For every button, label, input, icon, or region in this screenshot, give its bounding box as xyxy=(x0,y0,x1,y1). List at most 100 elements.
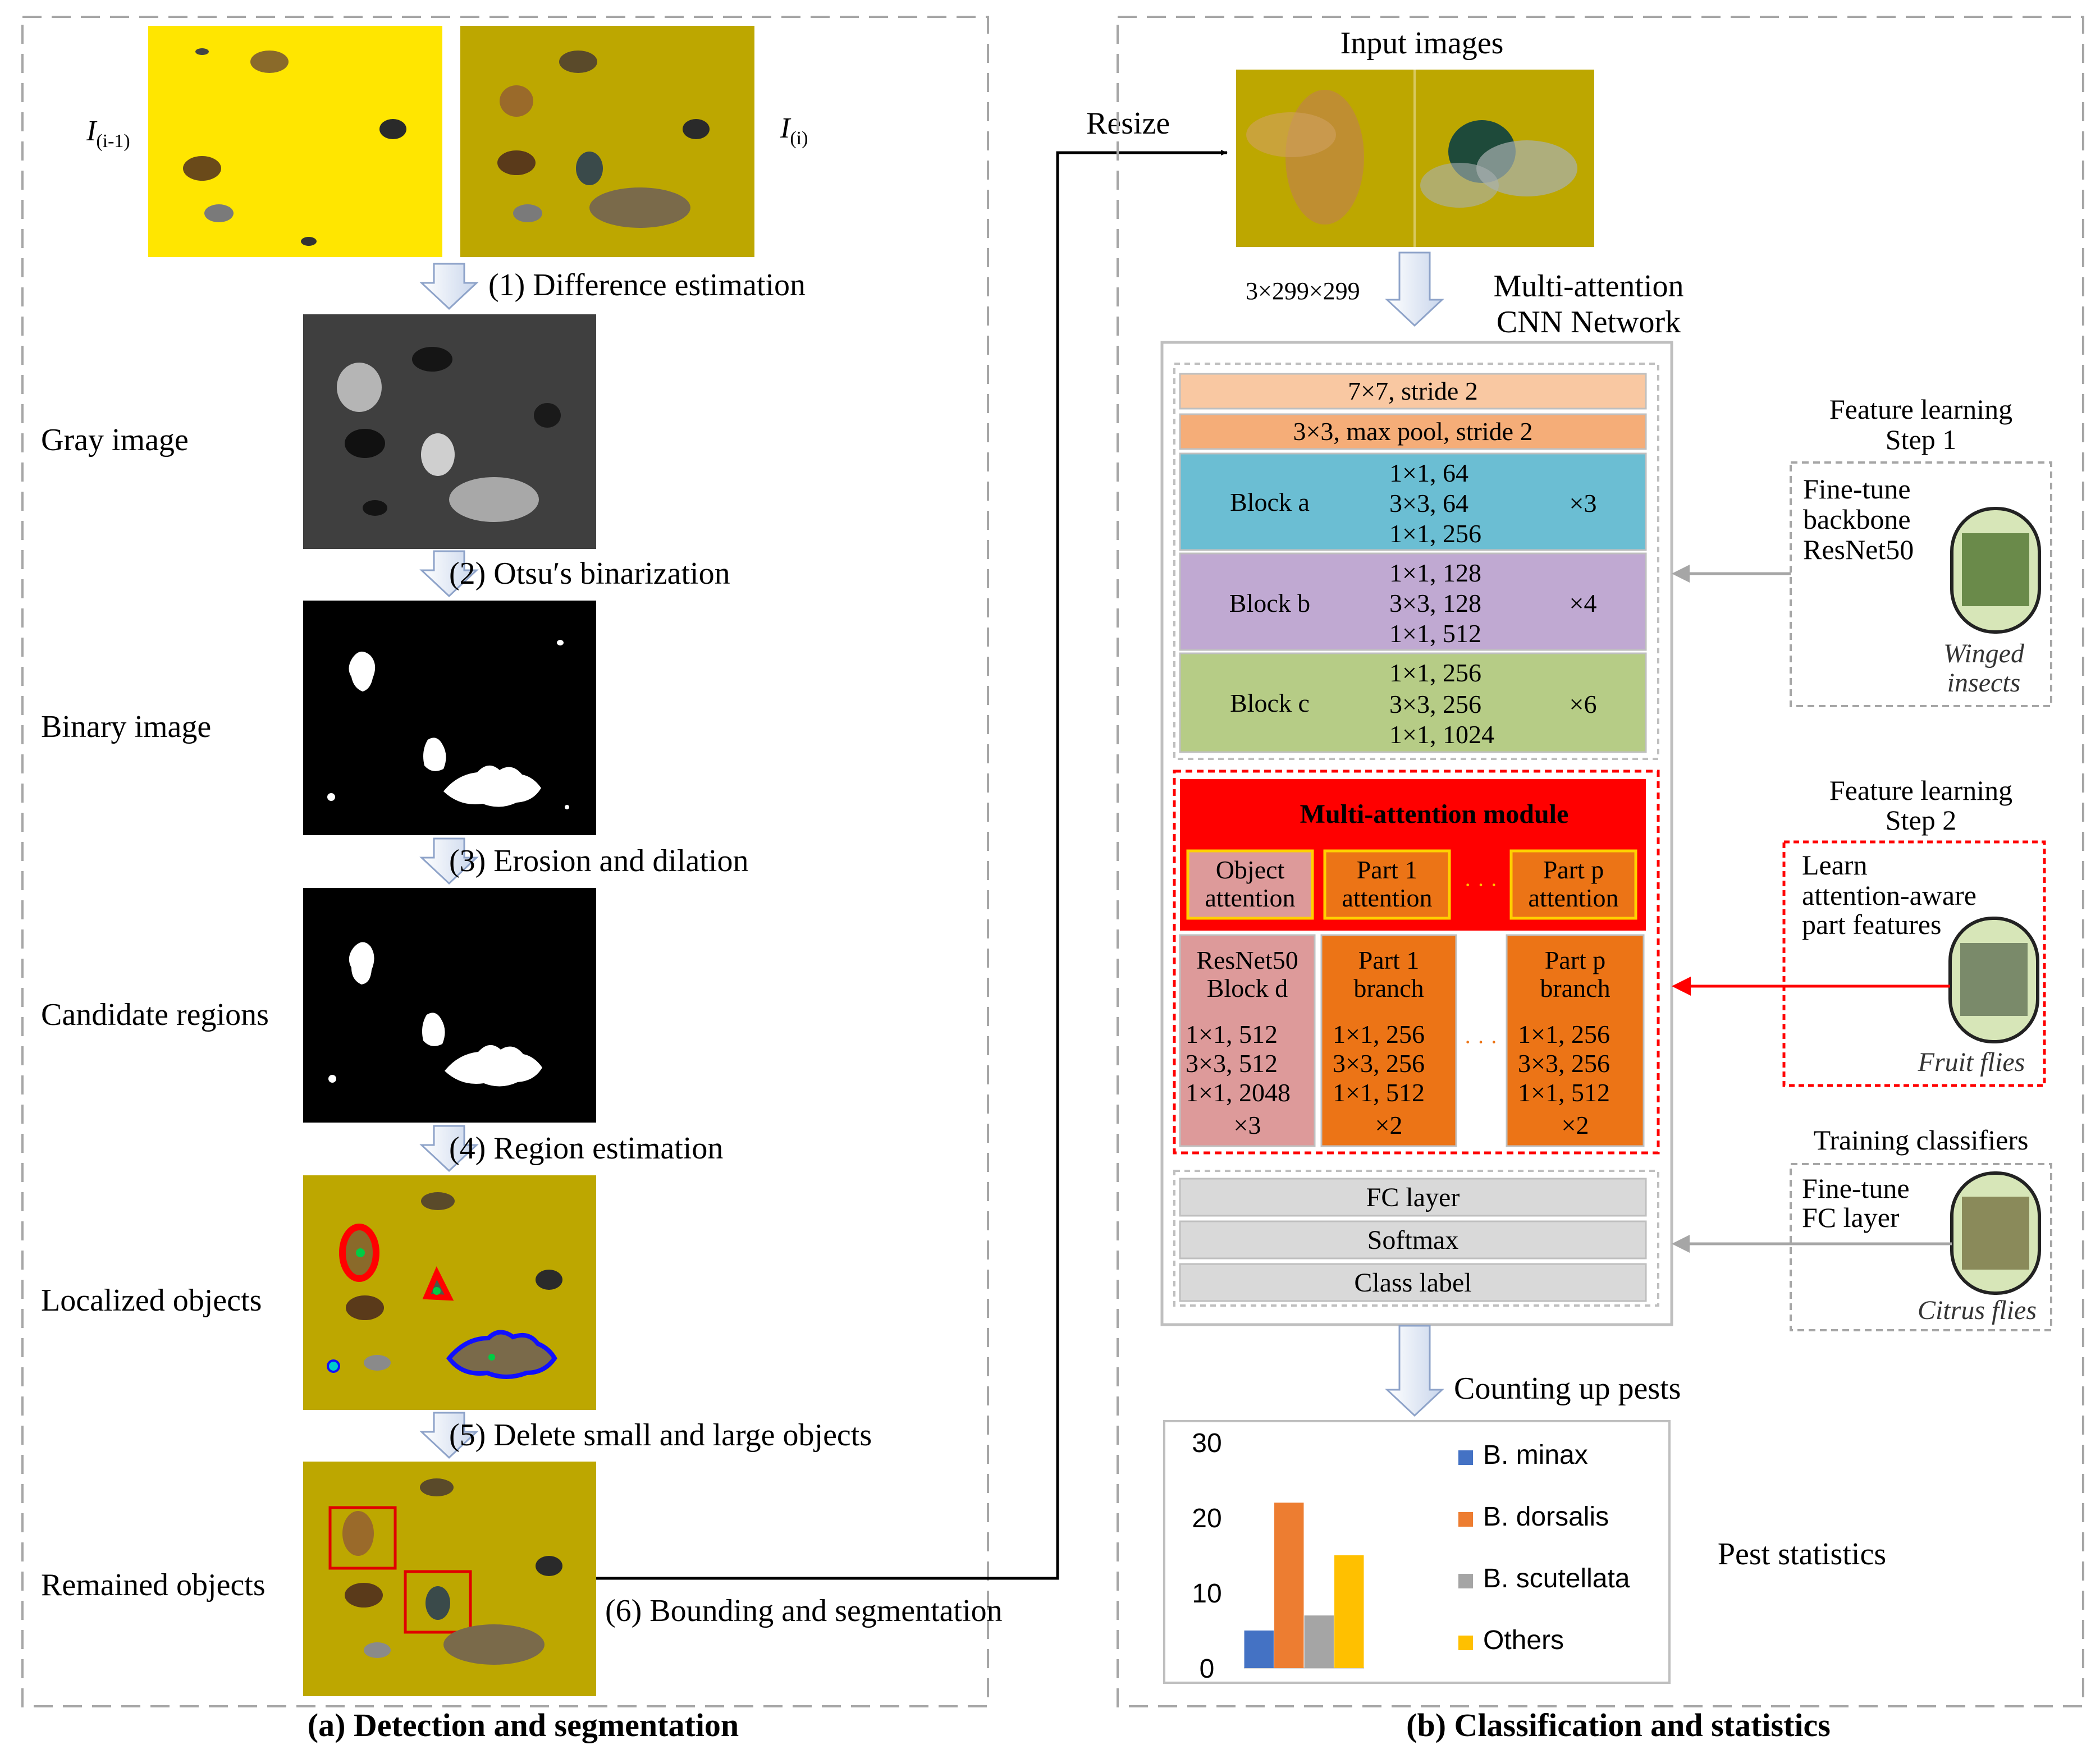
legend-swatch xyxy=(1458,1636,1473,1650)
network-title-line2: CNN Network xyxy=(1497,305,1681,340)
image-label: Remained objects xyxy=(41,1568,266,1602)
side-title: Feature learning xyxy=(1829,775,2012,806)
fc-layer-label: FC layer xyxy=(1366,1183,1460,1212)
frame-prev-image xyxy=(148,26,442,257)
side-box xyxy=(1782,840,2046,1087)
head: FC layer Softmax Class label xyxy=(1179,1178,1647,1302)
attention-title: Multi-attention module xyxy=(1300,799,1569,829)
block-row: 1×1, 64 xyxy=(1389,459,1468,487)
branch-row: 1×1, 512 xyxy=(1186,1020,1278,1048)
side-text: FC layer xyxy=(1802,1202,1900,1233)
block-a-name: Block a xyxy=(1230,488,1310,516)
block-b xyxy=(1179,552,1647,651)
partp-attention-label: attention xyxy=(1529,883,1619,912)
fc-layer xyxy=(1179,1178,1647,1217)
branch-resnet xyxy=(1179,934,1316,1147)
side-text: Learn xyxy=(1802,849,1868,881)
network-title-line1: Multi-attention xyxy=(1493,269,1683,304)
branch-repeat: ×2 xyxy=(1375,1111,1403,1139)
network-box xyxy=(1160,341,1673,1326)
chart-frame xyxy=(1163,1420,1671,1684)
frame-prev-label: I(i-1) xyxy=(86,115,130,152)
input-to-network-arrow xyxy=(1385,251,1444,327)
stem-pool-label: 3×3, max pool, stride 2 xyxy=(1293,417,1532,446)
side-title: Step 2 xyxy=(1886,804,1956,836)
image-label: Gray image xyxy=(41,423,189,457)
side-classifier: Training classifiers Fine-tune FC layer … xyxy=(1790,1124,2052,1331)
right-panel-frame xyxy=(1117,16,2084,1707)
partp-attention xyxy=(1509,849,1637,920)
side-box xyxy=(1790,461,2052,707)
block-repeat: ×3 xyxy=(1570,489,1597,518)
y-tick-label: 0 xyxy=(1200,1654,1215,1684)
bar-b-scutellata xyxy=(1304,1615,1334,1668)
gray-image xyxy=(303,314,596,549)
partp-attention-label: Part p xyxy=(1543,855,1604,884)
block-a xyxy=(1179,452,1647,551)
softmax xyxy=(1179,1220,1647,1260)
backbone-group xyxy=(1173,363,1659,760)
dataset-name: Winged xyxy=(1943,639,2025,668)
side-step2: Feature learning Step 2 Learn attention-… xyxy=(1782,775,2046,1087)
branch-dots: · · · xyxy=(1464,1029,1498,1055)
part1-attention-label: Part 1 xyxy=(1357,855,1418,884)
step1-arrowhead xyxy=(1672,565,1690,583)
branch-row: 1×1, 256 xyxy=(1518,1020,1610,1048)
step-label: (1) Difference estimation xyxy=(488,268,806,303)
stem-conv-label: 7×7, stride 2 xyxy=(1348,377,1478,405)
class-label: Class label xyxy=(1354,1268,1471,1298)
side-text: part features xyxy=(1802,909,1941,940)
step-label: (5) Delete small and large objects xyxy=(449,1418,872,1453)
block-repeat: ×6 xyxy=(1570,690,1597,718)
branch-repeat: ×2 xyxy=(1562,1111,1589,1139)
branch-row: 3×3, 512 xyxy=(1186,1049,1278,1078)
dataset-thumbnail xyxy=(1962,533,2029,606)
branch-title: Part p xyxy=(1545,946,1606,974)
side-text: Fine-tune xyxy=(1803,473,1911,505)
branch-title: ResNet50 xyxy=(1196,946,1298,974)
attention-group xyxy=(1173,770,1660,1155)
image-label: Binary image xyxy=(41,709,211,744)
legend-label: B. minax xyxy=(1483,1440,1588,1470)
legend-label: B. scutellata xyxy=(1483,1564,1630,1593)
binary-image xyxy=(303,601,596,835)
resize-label: Resize xyxy=(1086,106,1170,141)
branch-title: branch xyxy=(1353,974,1424,1002)
input-images-title: Input images xyxy=(1340,26,1504,61)
input-images xyxy=(1236,70,1594,247)
branch-row: 3×3, 256 xyxy=(1333,1049,1425,1078)
block-row: 1×1, 128 xyxy=(1389,558,1481,587)
branch-row: 1×1, 256 xyxy=(1333,1020,1425,1048)
step2-arrowhead xyxy=(1672,977,1691,996)
step-label: (2) Otsu′s binarization xyxy=(449,556,730,591)
image-label: Candidate regions xyxy=(41,997,269,1032)
branch-title: branch xyxy=(1540,974,1610,1002)
side-text: ResNet50 xyxy=(1803,534,1914,565)
branch-row: 1×1, 2048 xyxy=(1186,1078,1291,1107)
dataset-thumbnail xyxy=(1962,1197,2029,1270)
backbone: 7×7, stride 2 3×3, max pool, stride 2 Bl… xyxy=(1179,373,1647,753)
side-title: Step 1 xyxy=(1886,424,1956,455)
head-group xyxy=(1173,1170,1659,1307)
image-label: Localized objects xyxy=(41,1283,262,1318)
side-title: Feature learning xyxy=(1829,393,2012,425)
side-title: Training classifiers xyxy=(1814,1124,2029,1156)
branch-partp xyxy=(1506,934,1645,1147)
side-step1: Feature learning Step 1 Fine-tune backbo… xyxy=(1790,393,2052,707)
branches: ResNet50 Block d 1×1, 512 3×3, 512 1×1, … xyxy=(1179,934,1645,1147)
block-row: 1×1, 256 xyxy=(1389,519,1481,548)
side-text: backbone xyxy=(1803,503,1911,535)
branch-row: 1×1, 512 xyxy=(1518,1078,1610,1107)
left-panel-frame xyxy=(21,16,989,1707)
dataset-name: Citrus flies xyxy=(1918,1295,2037,1325)
y-tick-label: 10 xyxy=(1192,1579,1221,1609)
legend-swatch xyxy=(1458,1450,1473,1465)
pipeline-arrows xyxy=(419,263,479,1459)
block-row: 1×1, 1024 xyxy=(1389,720,1494,749)
step-label: (4) Region estimation xyxy=(449,1131,723,1166)
class-label-box xyxy=(1179,1263,1647,1302)
branch-part1 xyxy=(1320,934,1457,1147)
